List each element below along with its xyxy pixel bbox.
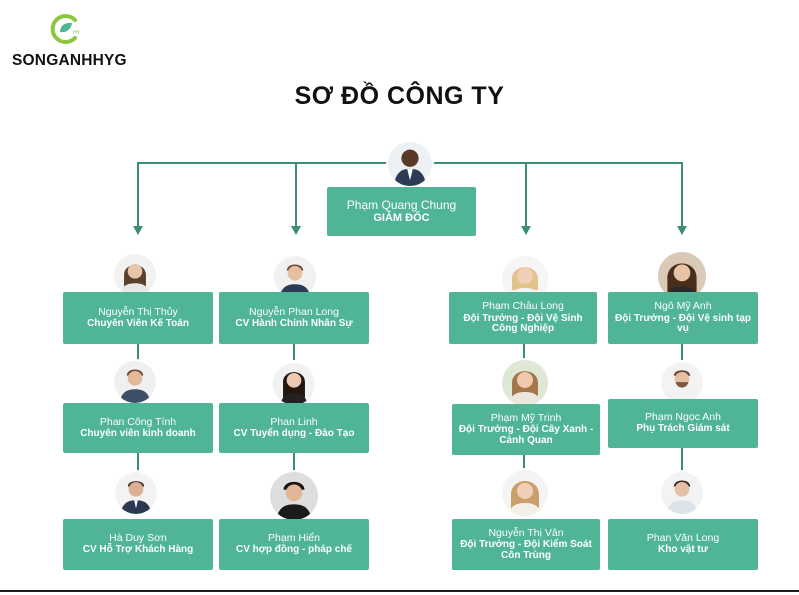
p2-avatar bbox=[112, 359, 158, 405]
p10-role: Đội Trưởng - Đội Vệ sinh tạp vụ bbox=[614, 312, 752, 334]
p12-box: Phan Văn Long Kho vật tư bbox=[608, 519, 758, 570]
p5-role: CV Tuyển dụng - Đào Tạo bbox=[233, 427, 355, 439]
p9-role: Đội Trưởng - Đội Kiểm Soát Côn Trùng bbox=[460, 539, 592, 561]
connector-ceo-right bbox=[432, 162, 683, 226]
p11-role: Phụ Trách Giám sát bbox=[636, 423, 730, 435]
p7-box: Phạm Châu Long Đội Trưởng - Đội Vệ Sinh … bbox=[449, 292, 597, 344]
p11-box: Phạm Ngọc Anh Phụ Trách Giám sát bbox=[608, 399, 758, 448]
p9-name: Nguyễn Thị Vân bbox=[488, 526, 564, 539]
p10-name: Ngô Mỹ Anh bbox=[654, 300, 712, 313]
ceo-name: Phạm Quang Chung bbox=[346, 197, 457, 212]
arrowhead-4 bbox=[677, 226, 687, 235]
p9-box: Nguyễn Thị Vân Đội Trưởng - Đội Kiểm Soá… bbox=[452, 519, 600, 570]
ceo-avatar bbox=[386, 140, 434, 188]
p1-role: Chuyên Viên Kế Toán bbox=[87, 317, 189, 329]
p11-avatar bbox=[659, 360, 705, 406]
company-logo: HY SONGANHHYG bbox=[10, 10, 135, 72]
p6-avatar bbox=[268, 470, 320, 522]
p3-avatar bbox=[113, 470, 159, 516]
p11-name: Phạm Ngọc Anh bbox=[645, 411, 721, 424]
connector-ceo-left bbox=[137, 162, 388, 226]
p3-role: CV Hỗ Trợ Khách Hàng bbox=[82, 544, 194, 556]
p5-box: Phan Linh CV Tuyển dụng - Đào Tạo bbox=[219, 403, 369, 453]
p6-box: Phạm Hiển CV hợp đồng - pháp chế bbox=[219, 519, 369, 570]
p3-name: Hà Duy Sơn bbox=[109, 532, 167, 545]
page-title: SƠ ĐỒ CÔNG TY bbox=[294, 82, 505, 110]
p5-avatar bbox=[271, 361, 317, 407]
p12-avatar bbox=[659, 470, 705, 516]
logo-mark-icon: HY bbox=[50, 14, 81, 44]
p12-role: Kho vật tư bbox=[657, 544, 709, 556]
p4-role: CV Hành Chính Nhân Sự bbox=[235, 317, 353, 329]
arrowhead-1 bbox=[133, 226, 143, 235]
p8-name: Phạm Mỹ Trinh bbox=[490, 411, 562, 424]
p1-name: Nguyễn Thị Thủy bbox=[98, 305, 178, 318]
p6-role: CV hợp đồng - pháp chế bbox=[236, 544, 352, 556]
ceo-role: GIÁM ĐỐC bbox=[373, 211, 430, 224]
p2-role: Chuyên viên kinh doanh bbox=[80, 427, 196, 439]
bottom-border bbox=[0, 590, 799, 592]
arrowhead-3 bbox=[521, 226, 531, 235]
p6-name: Phạm Hiển bbox=[268, 532, 320, 545]
svg-text:HY: HY bbox=[73, 30, 81, 36]
p9-avatar bbox=[500, 468, 550, 518]
arrowhead-2 bbox=[291, 226, 301, 235]
p2-name: Phan Công Tính bbox=[99, 415, 177, 428]
p4-name: Nguyễn Phan Long bbox=[249, 305, 339, 318]
p8-box: Phạm Mỹ Trinh Đội Trưởng - Đội Cây Xanh … bbox=[452, 404, 600, 455]
p8-role: Đội Trưởng - Đội Cây Xanh - Cảnh Quan bbox=[458, 424, 594, 446]
p12-name: Phan Văn Long bbox=[646, 532, 720, 545]
p3-box: Hà Duy Sơn CV Hỗ Trợ Khách Hàng bbox=[63, 519, 213, 570]
p1-box: Nguyễn Thị Thủy Chuyên Viên Kế Toán bbox=[63, 292, 213, 344]
p4-box: Nguyễn Phan Long CV Hành Chính Nhân Sự bbox=[219, 292, 369, 344]
p8-avatar bbox=[500, 358, 550, 408]
brand-name: SONGANHHYG bbox=[12, 52, 127, 69]
p5-name: Phan Linh bbox=[270, 415, 318, 428]
p7-role: Đội Trưởng - Đội Vệ Sinh Công Nghiệp bbox=[463, 312, 583, 334]
p7-name: Phạm Châu Long bbox=[482, 300, 564, 313]
ceo-box: Phạm Quang Chung GIÁM ĐỐC bbox=[327, 187, 476, 236]
p2-box: Phan Công Tính Chuyên viên kinh doanh bbox=[63, 403, 213, 453]
p10-box: Ngô Mỹ Anh Đội Trưởng - Đội Vệ sinh tạp … bbox=[608, 292, 758, 344]
